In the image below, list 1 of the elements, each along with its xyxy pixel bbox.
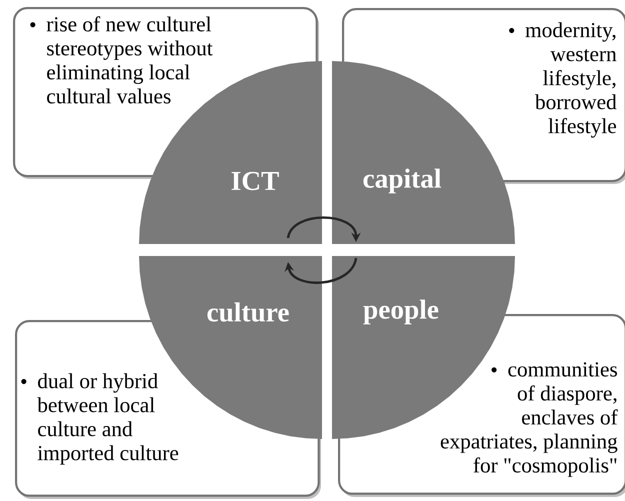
curved-arrow [284,258,358,284]
